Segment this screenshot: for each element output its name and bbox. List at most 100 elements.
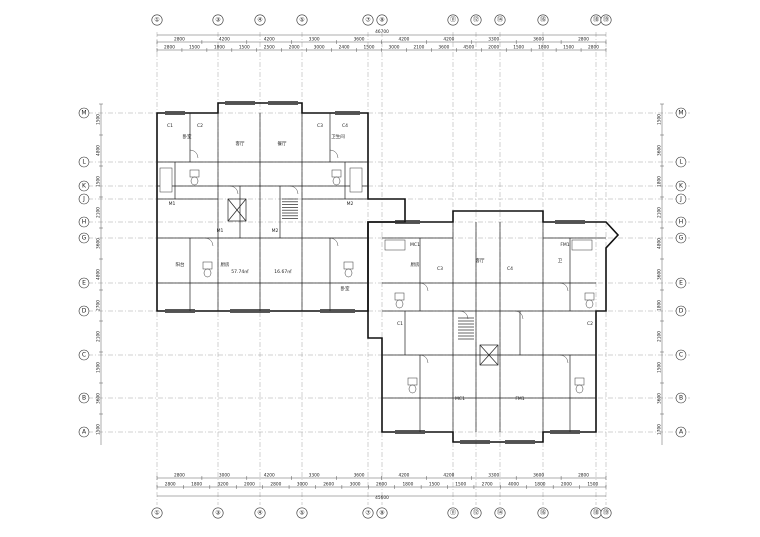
dimension-value: 1800 [535,482,546,488]
dimension-value: 2100 [657,331,663,342]
axis-bubble [494,14,506,26]
element-tag: M2 [272,228,279,234]
axis-bubble [78,156,90,168]
dimension-value: 3600 [354,37,365,43]
axis-bubble-label: J [82,196,85,203]
axis-bubble [675,232,687,244]
axis-bubble [78,193,90,205]
dimension-value: 4200 [264,473,275,479]
toilet-fixture [189,169,200,178]
dimension-value: 1800 [657,300,663,311]
dimension-value: 1500 [96,114,102,125]
dimension-value: 3600 [354,473,365,479]
dimension-value: 2000 [244,482,255,488]
dimension-value: 1500 [239,45,250,51]
axis-bubble [296,507,308,519]
element-tag: MC1 [410,242,420,248]
axis-bubble [78,305,90,317]
room-label: 厨房 [411,261,420,268]
axis-bubble [470,507,482,519]
dimension-value: 2500 [264,45,275,51]
dimension-value: 3600 [533,473,544,479]
dimension-value: 1500 [96,362,102,373]
axis-bubble-label: G [82,235,87,242]
room-label: 厨房 [221,261,230,268]
toilet-bowl [344,268,353,278]
dimension-value: 2800 [174,37,185,43]
door-swing [459,310,469,320]
axis-bubble [675,349,687,361]
toilet-fixture [202,261,213,270]
dimension-value: 2800 [164,45,175,51]
axis-bubble [212,507,224,519]
dimension-value: 2800 [588,45,599,51]
dimension-value: 1700 [657,424,663,435]
axis-bubble-label: L [679,159,683,166]
axis-bubble-label: ⑪ [450,16,456,24]
dimension-value: 3600 [438,45,449,51]
axis-bubble [470,14,482,26]
axis-bubble [494,507,506,519]
axis-bubble-label: L [82,159,86,166]
dimension-value: 3600 [657,393,663,404]
kitchen-counter [349,167,363,193]
toilet-fixture [574,377,585,386]
dimension-value: 1800 [657,176,663,187]
axis-bubble [600,507,612,519]
dimension-value: 4800 [657,238,663,249]
axis-bubble-label: ⑲ [603,509,609,517]
axis-bubble-label: M [678,110,683,117]
fixtures [159,149,595,394]
door-swing [329,237,339,247]
door-swing [559,282,569,292]
axis-bubble-label: C [82,352,86,359]
room-label: 卧室 [341,285,350,292]
axis-bubble [78,216,90,228]
axis-bubble [78,180,90,192]
axis-bubble [537,14,549,26]
dimension-value: 1800 [402,482,413,488]
axis-bubble [151,14,163,26]
kitchen-counter [384,239,406,251]
dimension-value: 2700 [482,482,493,488]
axis-bubble [78,232,90,244]
axis-bubble-label: ① [154,17,159,24]
toilet-fixture [407,377,418,386]
kitchen-counter [159,167,173,193]
axis-bubble-label: ⑨ [379,17,384,24]
door-swing [189,149,199,159]
dimension-value: 2000 [488,45,499,51]
axis-bubble-label: ⑦ [365,510,371,517]
axis-bubble [376,507,388,519]
dimension-value: 2100 [96,331,102,342]
axis-bubble [362,507,374,519]
toilet-bowl [395,299,404,309]
element-tag: C4 [507,266,513,272]
toilet-fixture [343,261,354,270]
axis-bubble [537,507,549,519]
area-label: 57.74㎡ [231,268,249,275]
axis-bubble-label: A [679,429,684,436]
dimension-value: 4200 [443,37,454,43]
axis-bubble [78,277,90,289]
overall-dimension-bottom: 45600 [375,495,389,501]
axis-bubble-label: K [82,183,87,190]
door-swing [229,185,239,195]
element-tag: C1 [167,123,173,129]
room-label: 卫生间 [331,133,345,140]
dimension-value: 3000 [389,45,400,51]
dimension-value: 1500 [455,482,466,488]
dimension-value: 3600 [657,269,663,280]
dimension-value: 3600 [533,37,544,43]
dimension-value: 4800 [96,269,102,280]
axis-bubble-label: B [82,395,86,402]
dimension-value: 4800 [96,145,102,156]
axis-bubble-label: ⑭ [497,16,503,24]
dimension-value: 4000 [508,482,519,488]
axis-bubble [675,305,687,317]
overall-dimension-top: 46700 [375,29,389,35]
dimension-value: 1500 [657,362,663,373]
axis-bubble-label: A [82,429,87,436]
